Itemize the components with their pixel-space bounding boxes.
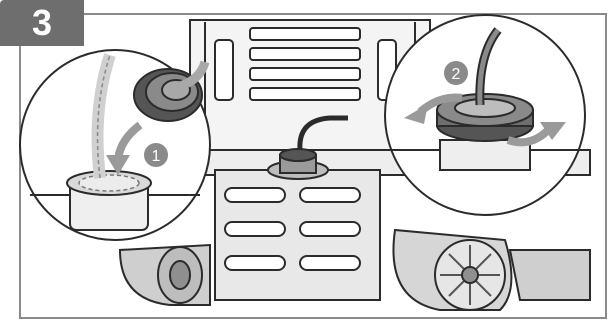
callout-1-label: 1 <box>152 148 161 165</box>
callout-1: 1 <box>144 143 168 167</box>
right-inset: 2 <box>385 15 585 215</box>
callout-2-label: 2 <box>452 66 461 83</box>
step-number: 3 <box>32 5 52 41</box>
left-inset: 1 <box>20 50 210 240</box>
step-number-badge: 3 <box>0 0 84 46</box>
callout-2: 2 <box>444 61 468 85</box>
